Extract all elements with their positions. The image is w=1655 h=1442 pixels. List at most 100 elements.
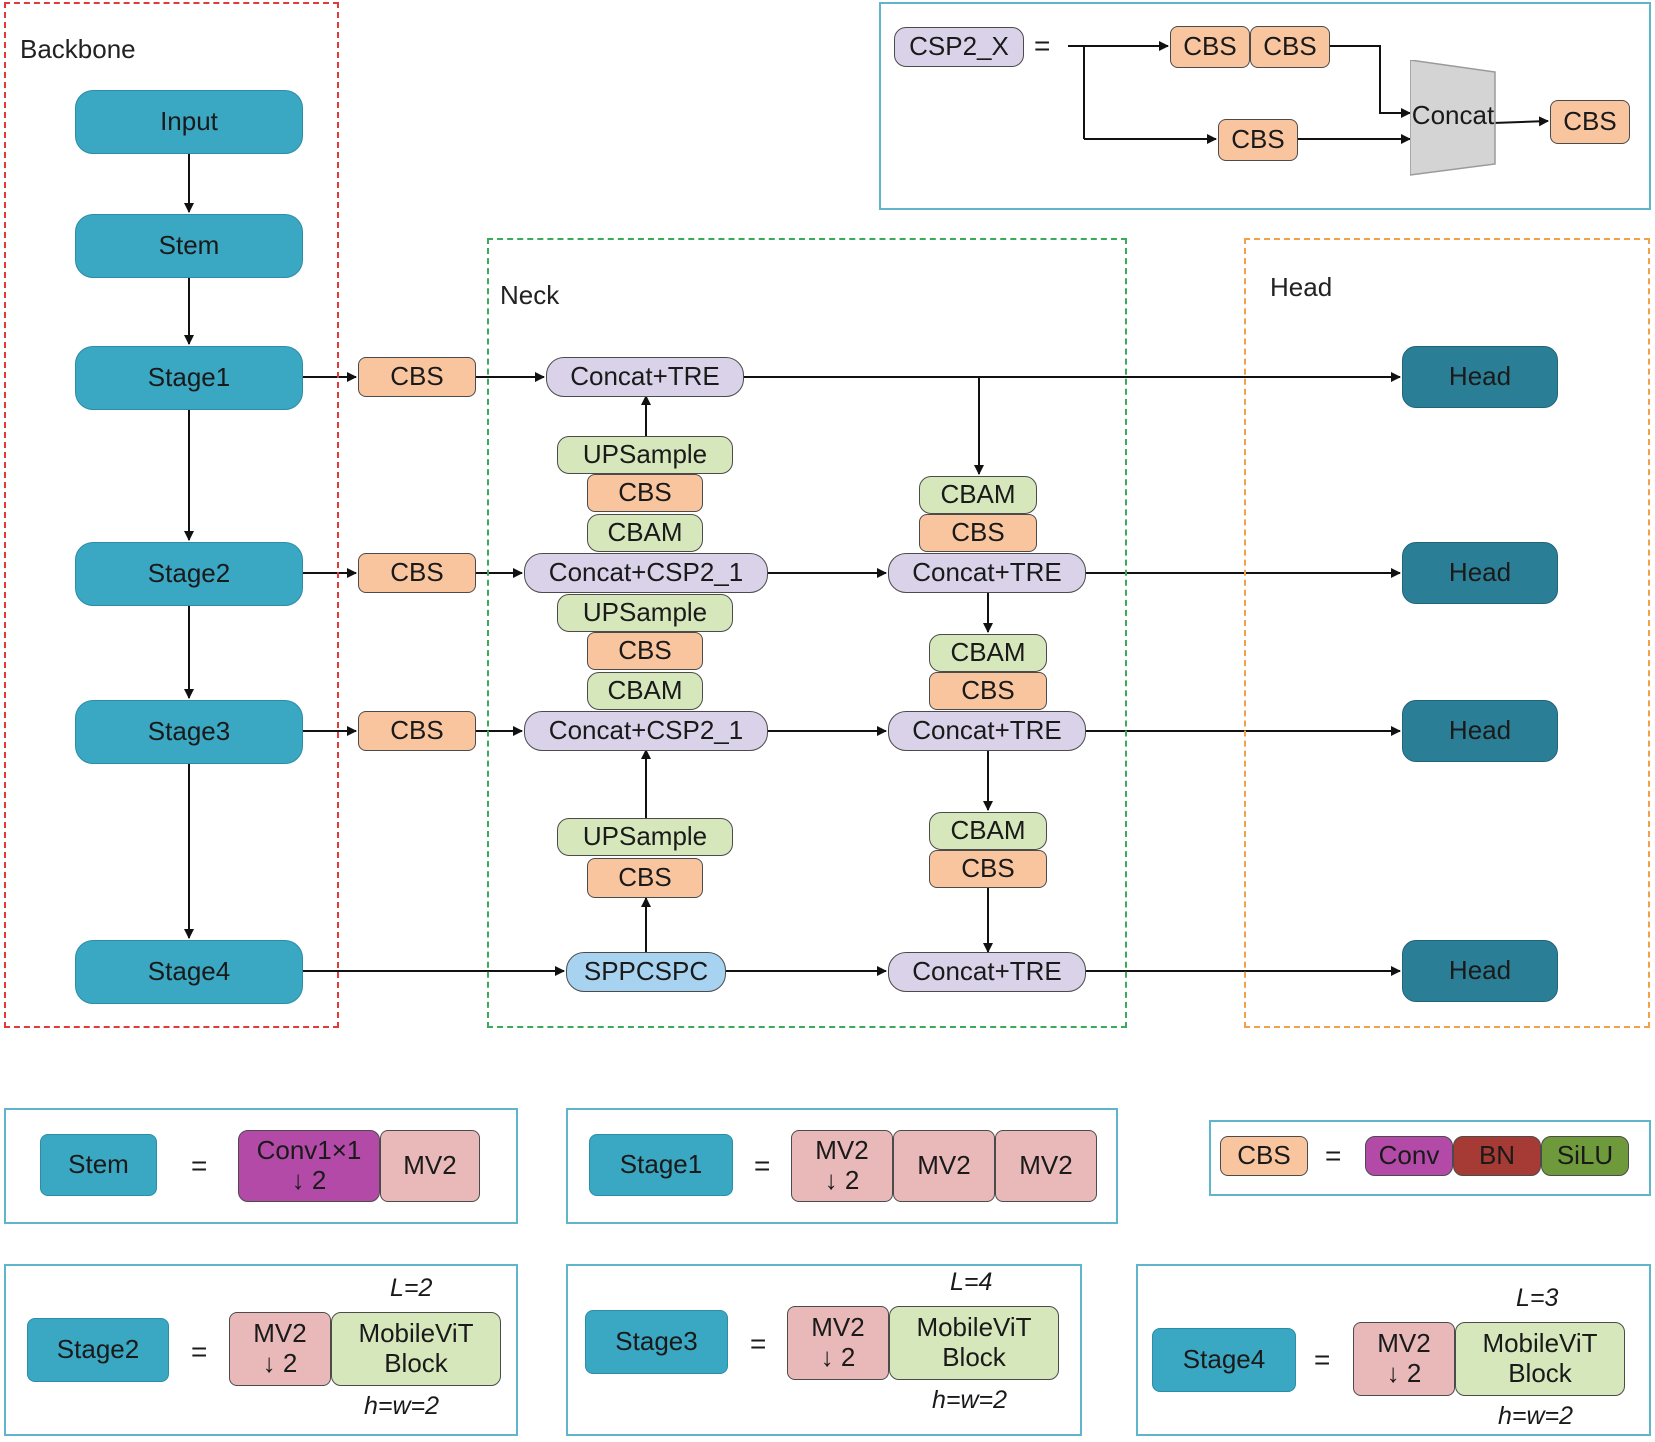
neck-cbs-6: CBS <box>929 850 1047 888</box>
stage4-def-mv2: MV2 ↓ 2 <box>1353 1322 1455 1396</box>
sppcspc-node: SPPCSPC <box>566 952 726 992</box>
stage4-node: Stage4 <box>75 940 303 1004</box>
stage3-mvit-line1: MobileViT <box>916 1312 1032 1343</box>
stage2-def-equals: = <box>191 1336 208 1367</box>
stage3-def-mobilevit: MobileViT Block <box>889 1306 1059 1380</box>
stage4-hw-note: h=w=2 <box>1498 1402 1574 1430</box>
cbs-def-conv: Conv <box>1365 1136 1453 1176</box>
stem-conv-line1: Conv1×1 <box>256 1135 362 1166</box>
stage1-def-mv2-b: MV2 <box>893 1130 995 1202</box>
stage1-node: Stage1 <box>75 346 303 410</box>
upsample-1: UPSample <box>557 436 733 474</box>
cbs-def-bn: BN <box>1453 1136 1541 1176</box>
stage3-mv2-line2: ↓ 2 <box>820 1342 856 1372</box>
head-1: Head <box>1402 346 1558 408</box>
stage1-def-mv2-c: MV2 <box>995 1130 1097 1202</box>
stage2-def-name: Stage2 <box>27 1318 169 1382</box>
stage2-mvit-line1: MobileViT <box>358 1318 474 1349</box>
concat-csp-1: Concat+CSP2_1 <box>524 553 768 593</box>
stage4-mvit-line2: Block <box>1508 1358 1572 1388</box>
stage1-def-equals: = <box>754 1150 771 1181</box>
csp2x-cbs-b: CBS <box>1250 26 1330 68</box>
neck-cbs-4: CBS <box>919 514 1037 552</box>
stage1-def-name: Stage1 <box>589 1134 733 1196</box>
neck-cbs-5: CBS <box>929 672 1047 710</box>
lateral-cbs-2: CBS <box>358 553 476 593</box>
csp2x-name: CSP2_X <box>894 27 1024 67</box>
neck-label: Neck <box>500 280 560 310</box>
cbs-def-equals: = <box>1325 1140 1342 1171</box>
stage4-mv2-line2: ↓ 2 <box>1386 1358 1422 1388</box>
cbs-def-silu: SiLU <box>1541 1136 1629 1176</box>
stage4-l-note: L=3 <box>1516 1284 1559 1312</box>
stage4-mvit-line1: MobileViT <box>1482 1328 1598 1359</box>
stage1-definition-panel <box>566 1108 1118 1224</box>
stage3-definition-panel <box>566 1264 1082 1436</box>
stem-def-conv: Conv1×1 ↓ 2 <box>238 1130 380 1202</box>
stage4-def-equals: = <box>1314 1344 1331 1375</box>
stage3-mv2-line1: MV2 <box>811 1312 865 1343</box>
csp2x-equals: = <box>1034 30 1051 61</box>
cbs-definition-panel <box>1209 1120 1651 1196</box>
stage1-mv2-line2: ↓ 2 <box>824 1165 860 1195</box>
stage2-def-mobilevit: MobileViT Block <box>331 1312 501 1386</box>
upsample-3: UPSample <box>557 818 733 856</box>
head-3: Head <box>1402 700 1558 762</box>
concat-tre-3: Concat+TRE <box>888 711 1086 751</box>
head-2: Head <box>1402 542 1558 604</box>
lateral-cbs-3: CBS <box>358 711 476 751</box>
stage3-hw-note: h=w=2 <box>932 1386 1008 1414</box>
neck-region <box>487 238 1127 1028</box>
head-region <box>1244 238 1650 1028</box>
cbam-3: CBAM <box>919 476 1037 514</box>
concat-tre-2: Concat+TRE <box>888 553 1086 593</box>
head-region-label: Head <box>1270 272 1333 302</box>
input-node: Input <box>75 90 303 154</box>
csp2x-cbs-a: CBS <box>1170 26 1250 68</box>
stage3-node: Stage3 <box>75 700 303 764</box>
concat-csp-2: Concat+CSP2_1 <box>524 711 768 751</box>
stage3-def-mv2: MV2 ↓ 2 <box>787 1306 889 1380</box>
neck-cbs-2: CBS <box>587 632 703 670</box>
csp2x-definition-panel <box>879 2 1651 210</box>
stage2-mv2-line1: MV2 <box>253 1318 307 1349</box>
cbam-1: CBAM <box>587 514 703 552</box>
stage1-mv2-line1: MV2 <box>815 1135 869 1166</box>
stage4-def-name: Stage4 <box>1152 1328 1296 1392</box>
lateral-cbs-1: CBS <box>358 357 476 397</box>
upsample-2: UPSample <box>557 594 733 632</box>
stage2-definition-panel <box>4 1264 518 1436</box>
stem-def-equals: = <box>191 1150 208 1181</box>
stage3-def-equals: = <box>750 1328 767 1359</box>
neck-cbs-3: CBS <box>587 858 703 898</box>
stage3-mvit-line2: Block <box>942 1342 1006 1372</box>
backbone-region <box>4 2 339 1028</box>
stage1-def-mv2-down: MV2 ↓ 2 <box>791 1130 893 1202</box>
concat-tre-4: Concat+TRE <box>888 952 1086 992</box>
stem-definition-panel <box>4 1108 518 1224</box>
head-4: Head <box>1402 940 1558 1002</box>
stage2-l-note: L=2 <box>390 1274 433 1302</box>
cbam-2: CBAM <box>587 672 703 710</box>
stage3-def-name: Stage3 <box>585 1310 728 1374</box>
stem-conv-line2: ↓ 2 <box>291 1165 327 1195</box>
cbam-5: CBAM <box>929 812 1047 850</box>
cbam-4: CBAM <box>929 634 1047 672</box>
stage2-mv2-line2: ↓ 2 <box>262 1348 298 1378</box>
stage2-node: Stage2 <box>75 542 303 606</box>
stage4-definition-panel <box>1136 1264 1651 1436</box>
stage2-hw-note: h=w=2 <box>364 1392 440 1420</box>
neck-cbs-1: CBS <box>587 474 703 512</box>
stem-def-mv2: MV2 <box>380 1130 480 1202</box>
stage4-def-mobilevit: MobileViT Block <box>1455 1322 1625 1396</box>
stem-node: Stem <box>75 214 303 278</box>
csp2x-cbs-out: CBS <box>1550 100 1630 144</box>
stage2-def-mv2: MV2 ↓ 2 <box>229 1312 331 1386</box>
concat-tre-top: Concat+TRE <box>546 357 744 397</box>
csp2x-concat-label: Concat <box>1411 100 1495 130</box>
stage2-mvit-line2: Block <box>384 1348 448 1378</box>
stage4-mv2-line1: MV2 <box>1377 1328 1431 1359</box>
backbone-label: Backbone <box>20 34 136 64</box>
